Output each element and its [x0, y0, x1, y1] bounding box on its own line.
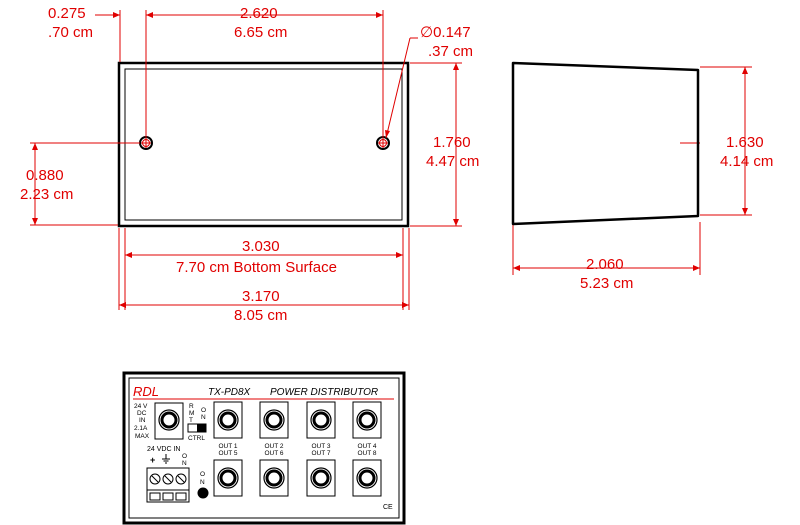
output-jack-6[interactable] — [259, 459, 289, 497]
switch-m-label: M — [189, 410, 194, 417]
ce-mark: CE — [383, 504, 393, 511]
terminal-n-label: N — [182, 460, 187, 467]
overall-width-cm-label: 8.05 cm — [234, 307, 287, 324]
side-height-in-label: 1.630 — [726, 134, 764, 151]
hole-offset-cm-label: .70 cm — [48, 24, 93, 41]
hole-height-in-label: 0.880 — [26, 167, 64, 184]
power-spec-line-1: 24 V — [134, 403, 148, 410]
front-panel-outer — [122, 371, 406, 525]
output-label-3: OUT 3 — [311, 443, 330, 450]
power-spec-line-5: MAX — [135, 433, 150, 440]
output-jack-3[interactable] — [306, 401, 336, 439]
side-depth-cm-label: 5.23 cm — [580, 275, 633, 292]
bottom-width-in-label: 3.030 — [242, 238, 280, 255]
front-panel: RDL TX-PD8X POWER DISTRIBUTOR 24 V DC IN… — [122, 371, 406, 525]
overall-width-in-label: 3.170 — [242, 288, 280, 305]
switch-n-label: N — [201, 414, 206, 421]
output-label-8: OUT 8 — [357, 450, 376, 457]
output-jack-4[interactable] — [352, 401, 382, 439]
dimension-labels: 0.275 .70 cm 2.620 6.65 cm ∅0.147 .37 cm… — [20, 5, 773, 324]
top-view-inner-outline — [124, 68, 403, 221]
brand-logo: RDL — [133, 384, 159, 399]
switch-ctrl-label: CTRL — [188, 435, 205, 442]
hole-offset-in-label: 0.275 — [48, 5, 86, 22]
output-label-6: OUT 6 — [264, 450, 283, 457]
ground-icon — [162, 454, 170, 464]
output-label-1: OUT 1 — [218, 443, 237, 450]
top-view-outer-outline — [117, 61, 410, 228]
dc-in-label: 24 VDC IN — [147, 446, 180, 453]
switch-r-label: R — [189, 403, 194, 410]
power-input-jack — [154, 402, 184, 440]
terminal-block[interactable] — [146, 467, 190, 503]
output-jack-1[interactable] — [213, 401, 243, 439]
power-led — [197, 487, 209, 499]
base-height-cm-label: 4.47 cm — [426, 153, 479, 170]
hole-spacing-cm-label: 6.65 cm — [234, 24, 287, 41]
on-n-label: N — [200, 479, 205, 486]
side-height-cm-label: 4.14 cm — [720, 153, 773, 170]
model-label: TX-PD8X — [208, 387, 251, 398]
output-jack-7[interactable] — [306, 459, 336, 497]
output-label-4: OUT 4 — [357, 443, 376, 450]
side-depth-in-label: 2.060 — [586, 256, 624, 273]
power-spec-line-2: DC — [137, 410, 147, 417]
hole-spacing-in-label: 2.620 — [240, 5, 278, 22]
side-view-outline — [511, 61, 700, 226]
power-spec-line-4: 2.1A — [134, 425, 148, 432]
switch-t-label: T — [189, 417, 193, 424]
output-jack-2[interactable] — [259, 401, 289, 439]
dimension-lines — [30, 10, 752, 310]
output-label-2: OUT 2 — [264, 443, 283, 450]
top-view — [117, 61, 410, 228]
switch-o-label: O — [201, 407, 206, 414]
output-label-5: OUT 5 — [218, 450, 237, 457]
output-jack-8[interactable] — [352, 459, 382, 497]
output-jack-5[interactable] — [213, 459, 243, 497]
power-spec-line-3: IN — [139, 417, 146, 424]
panel-title: POWER DISTRIBUTOR — [270, 387, 378, 398]
hole-height-cm-label: 2.23 cm — [20, 186, 73, 203]
remote-control-switch[interactable] — [187, 423, 207, 433]
front-panel-inner — [128, 377, 400, 519]
bottom-width-cm-label: 7.70 cm Bottom Surface — [176, 259, 337, 276]
hole-diameter-in-label: ∅0.147 — [420, 24, 471, 41]
base-height-in-label: 1.760 — [433, 134, 471, 151]
plus-label: + — [150, 455, 155, 465]
hole-diameter-cm-label: .37 cm — [428, 43, 473, 60]
terminal-o-label: O — [182, 453, 187, 460]
output-label-7: OUT 7 — [311, 450, 330, 457]
on-o-label: O — [200, 471, 205, 478]
